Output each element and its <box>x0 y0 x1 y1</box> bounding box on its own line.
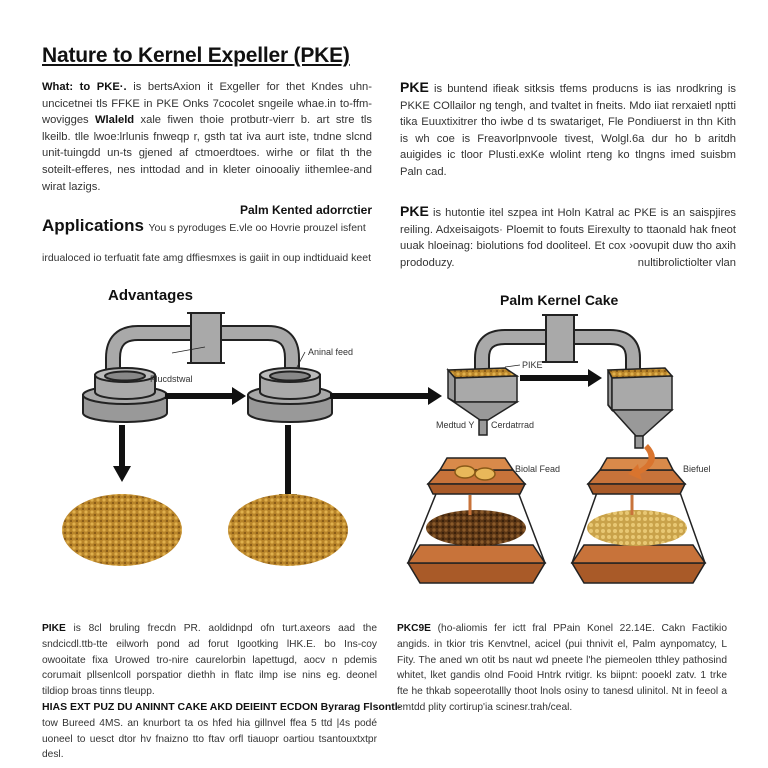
grain-pile-2 <box>228 494 348 566</box>
expeller-machine-2 <box>247 367 333 423</box>
bottom-right-lead: PKC9E <box>397 623 431 634</box>
hopper-2 <box>606 367 674 449</box>
press-biofeed <box>406 457 547 584</box>
intro-lead: What: to PKE·. <box>42 81 127 93</box>
right-top-paragraph: PKE is buntend ifieak sitksis tfems prod… <box>400 79 736 181</box>
label-fluid: Flucdstwal <box>150 374 193 384</box>
bottom-left-paragraph: PIKE is 8cl bruling frecdn PR. aoldidnpd… <box>42 621 402 763</box>
applications-text: You s pyroduges E.vle oo Hovrie prouzel … <box>148 222 366 234</box>
arrow-right-2 <box>330 387 442 405</box>
page-title: Nature to Kernel Expeller (PKE) <box>42 44 350 67</box>
right-pipe <box>474 314 641 370</box>
bottom-left-bold-line: HIAS EXT PUZ DU ANINNT CAKE AKD DEIEINT … <box>42 700 402 713</box>
applications-section: Applications You s pyroduges E.vle oo Ho… <box>42 216 382 236</box>
hopper-1 <box>446 367 520 436</box>
left-pipe <box>105 312 300 378</box>
expeller-machine-1 <box>82 367 168 423</box>
arrow-down-1 <box>113 425 131 482</box>
bottom-right-paragraph: PKC9E (ho-aliomis fer ictt fral PPain Ko… <box>397 621 727 716</box>
bottom-left-text-2: tow Bureed 4MS. an knurbort ta os hfed h… <box>42 717 377 761</box>
grain-pile-1 <box>62 494 182 566</box>
right-mid-paragraph: PKE is hutontie itel szpea int Holn Katr… <box>400 203 736 271</box>
intro-bold: Wlaleld <box>94 114 135 127</box>
applications-line-2: irdualoced io terfuatit fate amg dffiesm… <box>42 252 371 264</box>
biofuel-curved-arrow <box>628 444 655 480</box>
arrow-right-3 <box>520 369 602 387</box>
subheading: Palm Kented adorrctier <box>239 203 372 217</box>
flow-arrows <box>113 369 602 510</box>
label-animal-feed: Aninal feed <box>308 347 353 357</box>
palm-kernel-cake-heading: Palm Kernel Cake <box>500 292 618 308</box>
bottom-left-text: is 8cl bruling frecdn PR. aoldidnpd ofn … <box>42 623 377 698</box>
bottom-left-lead: PIKE <box>42 623 66 634</box>
label-biofeed: Biolal Fead <box>515 464 560 474</box>
right-mid-lead: PKE <box>400 203 429 219</box>
applications-heading: Applications <box>42 216 145 235</box>
press-biofuel <box>570 457 707 584</box>
label-biofuel: Biefuel <box>683 464 711 474</box>
arrow-down-2 <box>279 425 297 510</box>
label-method: Medtud Y <box>436 420 474 430</box>
intro-text-2: xale fiwen thoie protbutr-vierr b. art s… <box>42 114 373 193</box>
right-top-lead: PKE <box>400 79 429 95</box>
label-pke: PIKE <box>522 360 543 370</box>
bottom-right-text: (ho-aliomis fer ictt fral PPain Konel 22… <box>397 623 727 713</box>
right-mid-trailing: nultibrolictiolter vlan <box>637 256 736 269</box>
arrow-right-1 <box>165 387 246 405</box>
intro-paragraph: What: to PKE·. is bertsAxion it Exgeller… <box>42 79 372 195</box>
advantages-heading: Advantages <box>108 287 193 304</box>
right-top-text: is buntend ifieak sitksis tfems producns… <box>400 83 736 178</box>
right-mid-text: is hutontie itel szpea int Holn Katral a… <box>400 207 737 269</box>
label-centrifuge: Cerdatrrad <box>491 420 534 430</box>
intro-text: is bertsAxion it Exgeller for thet Kndes… <box>42 81 372 127</box>
